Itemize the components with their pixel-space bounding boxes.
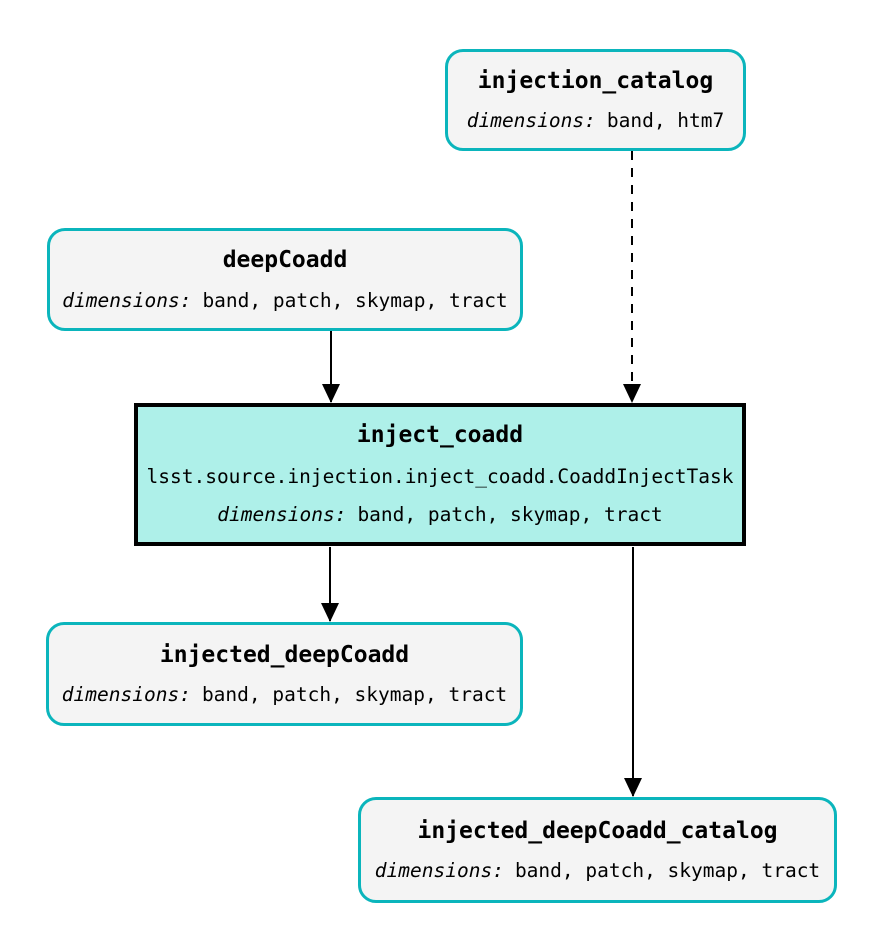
- node-injection-catalog: injection_catalog dimensions: band, htm7: [445, 49, 746, 151]
- dimensions-label: dimensions:: [62, 288, 192, 312]
- dimensions-label: dimensions:: [374, 859, 504, 883]
- dimensions-value: band, patch, skymap, tract: [357, 503, 663, 527]
- dimensions-line: dimensions: band, patch, skymap, tract: [375, 859, 820, 882]
- node-inject-coadd: inject_coadd lsst.source.injection.injec…: [134, 403, 746, 546]
- node-injected-deepcoadd-catalog: injected_deepCoadd_catalog dimensions: ba…: [358, 797, 837, 903]
- node-title: injected_deepCoadd: [159, 641, 410, 668]
- node-title: deepCoadd: [222, 247, 348, 273]
- dimensions-label: dimensions:: [217, 503, 347, 527]
- dimensions-value: band, patch, skymap, tract: [202, 288, 508, 312]
- node-injected-deepcoadd: injected_deepCoadd dimensions: band, patc…: [46, 622, 523, 726]
- task-class-label: lsst.source.injection.inject_coadd.Coadd…: [146, 464, 734, 488]
- node-title: injected_deepCoadd_catalog: [417, 817, 778, 844]
- dimensions-line: dimensions: band, patch, skymap, tract: [62, 683, 507, 706]
- node-title: inject_coadd: [356, 422, 524, 449]
- dimensions-label: dimensions:: [61, 683, 191, 707]
- dimensions-line: dimensions: band, patch, skymap, tract: [217, 503, 662, 526]
- node-deepcoadd: deepCoadd dimensions: band, patch, skymap…: [47, 228, 523, 331]
- dimensions-value: band, patch, skymap, tract: [514, 859, 821, 883]
- dimensions-label: dimensions:: [466, 109, 596, 133]
- dimensions-line: dimensions: band, htm7: [467, 109, 725, 132]
- node-title: injection_catalog: [477, 67, 714, 94]
- dimensions-value: band, htm7: [606, 109, 725, 133]
- dimensions-value: band, patch, skymap, tract: [201, 683, 508, 707]
- dimensions-line: dimensions: band, patch, skymap, tract: [62, 289, 507, 312]
